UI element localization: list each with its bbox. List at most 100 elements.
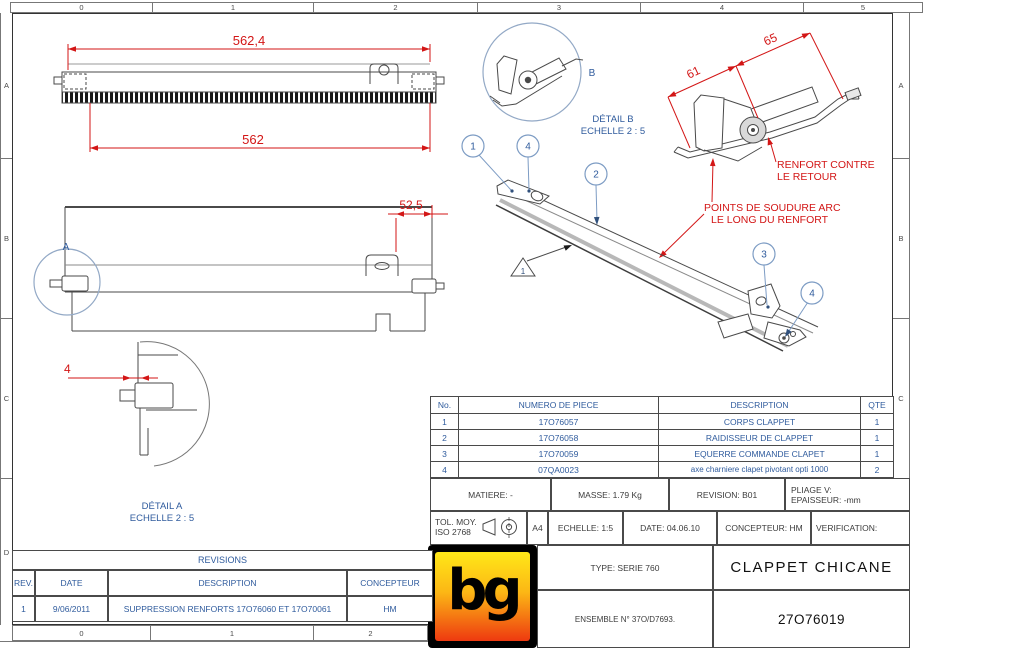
revision-cell: REVISION: B01 [669, 478, 785, 511]
leader-arrow [593, 216, 600, 225]
concepteur-cell: CONCEPTEUR: HM [717, 511, 811, 545]
echelle-cell: ECHELLE: 1:5 [548, 511, 623, 545]
company-logo-text: bg [435, 552, 530, 641]
dim-text-outer-length: 562,4 [233, 33, 266, 48]
dim-end-offset [388, 205, 448, 252]
note-renfort-line2: LE RETOUR [777, 171, 837, 183]
projection-symbol-icon [482, 517, 517, 538]
dim-arrow [727, 66, 736, 72]
ensemble-cell: ENSEMBLE N° 37O/D7693. [537, 590, 713, 648]
dim-outer-length [67, 44, 431, 70]
verification-cell: VERIFICATION: [811, 511, 910, 545]
pliage-cell: PLIAGE V: EPAISSEUR: -mm [785, 478, 910, 511]
svg-text:3: 3 [761, 250, 767, 261]
tolerance-cell: TOL. MOY. ISO 2768 [430, 511, 527, 545]
leader-dot [766, 305, 770, 309]
part-qty: 1 [860, 413, 894, 430]
dim-arrow [422, 145, 430, 151]
note-arrow [709, 158, 716, 167]
grid-row-label: C [1, 319, 12, 479]
tol-line1: TOL. MOY. [435, 517, 477, 528]
part-number: 17O76057 [458, 413, 659, 430]
svg-text:1: 1 [521, 267, 526, 276]
revisions-header-rev: REV. [12, 570, 35, 596]
dim-text-flap: 61 [684, 63, 702, 81]
note-soudure-line1: POINTS DE SOUDURE ARC [704, 202, 841, 214]
note-soudure-line2: LE LONG DU RENFORT [711, 214, 829, 226]
dim-arrow [90, 145, 98, 151]
balloon-leaders [478, 154, 809, 335]
note-leader [660, 213, 705, 257]
part-number: 17O70059 [458, 445, 659, 462]
masse-cell: MASSE: 1.79 Kg [551, 478, 669, 511]
top-view [53, 63, 445, 104]
grid-row-label: B [893, 159, 909, 319]
detail-a-title: DÉTAIL A [142, 501, 183, 512]
part-qty: 1 [860, 445, 894, 462]
dim-arrow [123, 375, 131, 381]
flag-note-1: 1 [510, 245, 572, 277]
grid-col-label: 5 [860, 3, 866, 12]
detail-b-circle [482, 22, 582, 122]
front-view [49, 206, 445, 332]
parts-header-description: DESCRIPTION [658, 396, 861, 414]
dim-arrow [141, 375, 149, 381]
part-no: 4 [430, 461, 459, 478]
corner-detail-view [673, 86, 862, 162]
dim-arrow [396, 211, 404, 217]
revisions-header-date: DATE [35, 570, 108, 596]
tol-line2: ISO 2768 [435, 527, 471, 537]
grid-col-label: 2 [314, 3, 478, 12]
note-arrow [767, 137, 774, 146]
detail-b-letter: B [589, 68, 596, 79]
grid-col-label: 1 [151, 626, 314, 640]
part-number: 17O76058 [458, 429, 659, 446]
grid-band-top: 0 1 2 3 4 5 [10, 2, 923, 13]
part-description: RAIDISSEUR DE CLAPPET [658, 429, 861, 446]
leader-dot [527, 189, 531, 193]
leader-dot [510, 189, 514, 193]
balloon-3: 3 [752, 242, 776, 266]
note-arrow [659, 250, 667, 258]
revision-row-concepteur: HM [347, 596, 433, 622]
dim-arrow [736, 60, 745, 66]
revision-row-date: 9/06/2011 [35, 596, 108, 622]
note-leader [769, 140, 777, 163]
revisions-header-description: DESCRIPTION [108, 570, 347, 596]
dim-arrow [668, 91, 677, 97]
grid-col-label: 4 [641, 3, 804, 12]
balloon-1: 1 [461, 134, 485, 158]
detail-a-source-circle [33, 248, 101, 316]
svg-text:1: 1 [470, 142, 476, 153]
parts-row: 1 17O76057 CORPS CLAPPET 1 [430, 413, 894, 430]
revisions-header-concepteur: CONCEPTEUR [347, 570, 433, 596]
dim-text-inner-length: 562 [242, 132, 264, 147]
detail-b-sketch [489, 55, 584, 107]
dim-inner-length [89, 103, 431, 152]
part-description: axe charniere clapet pivotant opti 1000 [658, 461, 861, 478]
grid-row-label: D [3, 547, 10, 557]
note-leader [711, 160, 714, 203]
drawing-title-cell: CLAPPET CHICANE [713, 545, 910, 590]
grid-col-label: 1 [153, 3, 314, 12]
type-cell: TYPE: SERIE 760 [537, 545, 713, 590]
detail-a-view [119, 341, 210, 467]
grid-col-label: 0 [11, 3, 153, 12]
isometric-view [495, 179, 819, 352]
svg-text:4: 4 [809, 289, 815, 300]
parts-header-numero: NUMERO DE PIECE [458, 396, 659, 414]
drawing-number-cell: 27O76019 [713, 590, 910, 648]
revision-row-description: SUPPRESSION RENFORTS 17O76060 ET 17O7006… [108, 596, 347, 622]
svg-text:4: 4 [525, 142, 531, 153]
grid-col-label: 3 [478, 3, 641, 12]
leader-arrow [785, 328, 792, 337]
dim-arrow [801, 33, 810, 39]
svg-text:2: 2 [593, 170, 599, 181]
format-cell: A4 [527, 511, 548, 545]
balloon-4b: 4 [800, 281, 824, 305]
grid-row-label: A [893, 13, 909, 159]
detail-b-scale: ECHELLE 2 : 5 [581, 126, 645, 137]
grid-band-bottom: 0 1 2 [12, 625, 428, 641]
